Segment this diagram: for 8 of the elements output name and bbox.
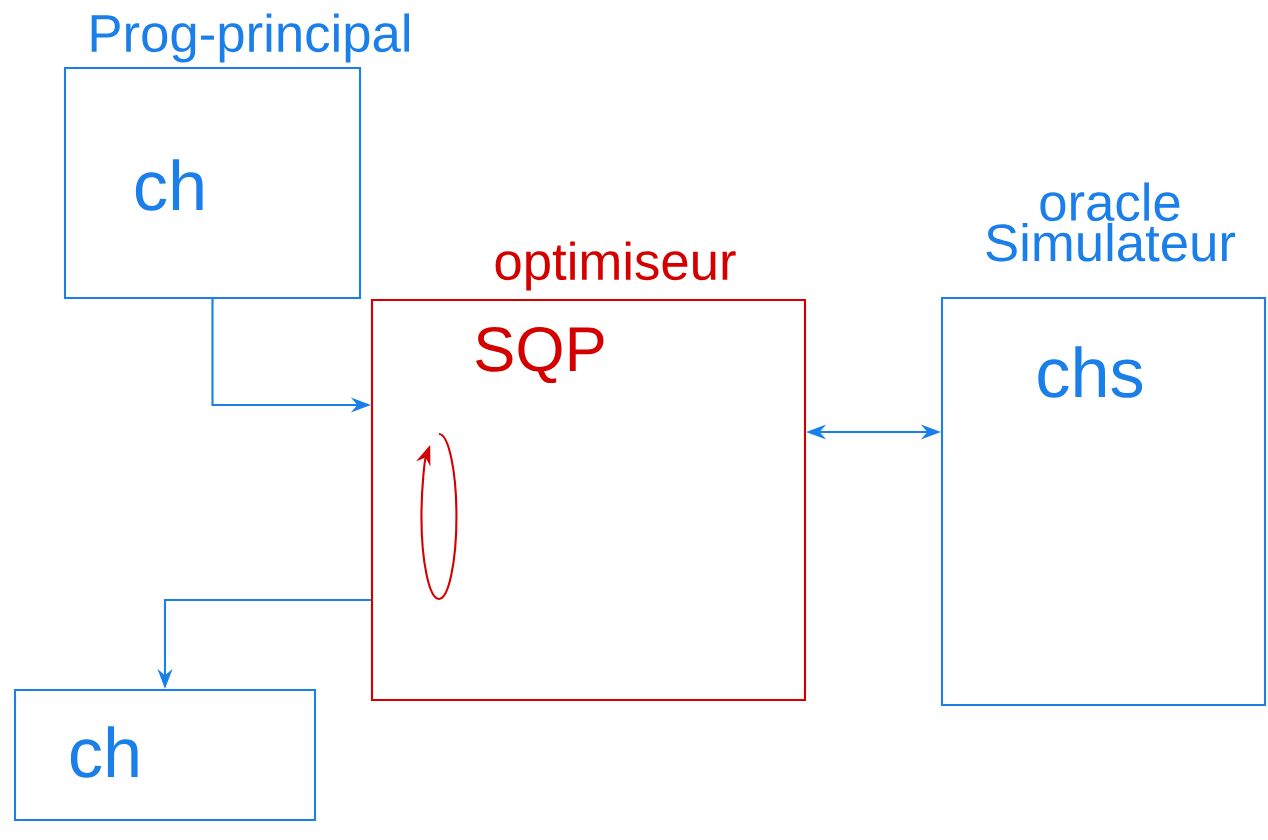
box-label: SQP <box>476 326 604 384</box>
box-label: ch <box>70 726 138 778</box>
heading-label: optimiseur <box>495 241 736 291</box>
heading-label: Prog-principal <box>91 13 410 63</box>
heading-label: oracle Simulateur <box>986 182 1236 262</box>
arrow <box>416 432 458 600</box>
box-label: chs <box>1038 346 1143 398</box>
box-label: ch <box>135 159 203 211</box>
